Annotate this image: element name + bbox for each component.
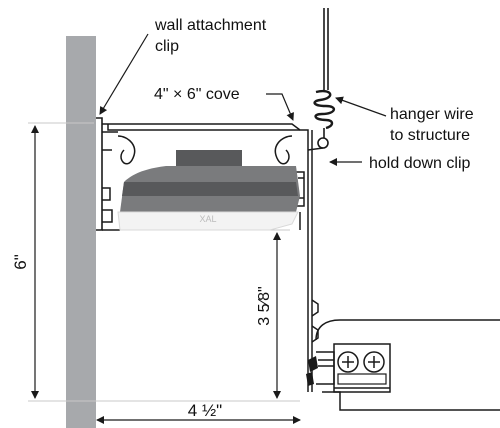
cove-channel xyxy=(102,123,319,392)
dim-inner-height-label: 3 5⁄8" xyxy=(256,286,273,326)
leader-wall-clip xyxy=(99,33,149,115)
leader-cove xyxy=(266,93,294,121)
label-hanger-line2: to structure xyxy=(390,127,470,144)
junction-box xyxy=(315,319,500,411)
fixture-lens xyxy=(117,211,299,231)
label-wall-clip-line1: wall attachment xyxy=(154,17,267,34)
fixture-top xyxy=(176,150,242,166)
logo-text: XAL xyxy=(199,214,216,224)
dim-width-label: 4 ½" xyxy=(188,401,222,420)
hold-down-clip xyxy=(317,137,329,149)
terminal-screw-1-slot xyxy=(342,356,354,368)
dim-height-label: 6" xyxy=(11,254,30,270)
hanger-wire xyxy=(313,8,335,138)
hold-down-clip-arm xyxy=(307,147,324,151)
terminal-base xyxy=(337,373,387,385)
wire-connector xyxy=(306,356,318,386)
fixture-shade xyxy=(122,182,298,196)
label-wall-clip-line2: clip xyxy=(155,38,179,55)
wire-pins xyxy=(318,359,334,367)
leader-hanger xyxy=(335,96,387,117)
label-cove: 4" × 6" cove xyxy=(154,86,240,103)
label-hold-down: hold down clip xyxy=(369,155,471,172)
wall-attachment-clip xyxy=(96,117,103,231)
terminal-screw-2-slot xyxy=(368,356,380,368)
wall xyxy=(66,36,96,428)
label-hanger-line1: hanger wire xyxy=(390,106,474,123)
